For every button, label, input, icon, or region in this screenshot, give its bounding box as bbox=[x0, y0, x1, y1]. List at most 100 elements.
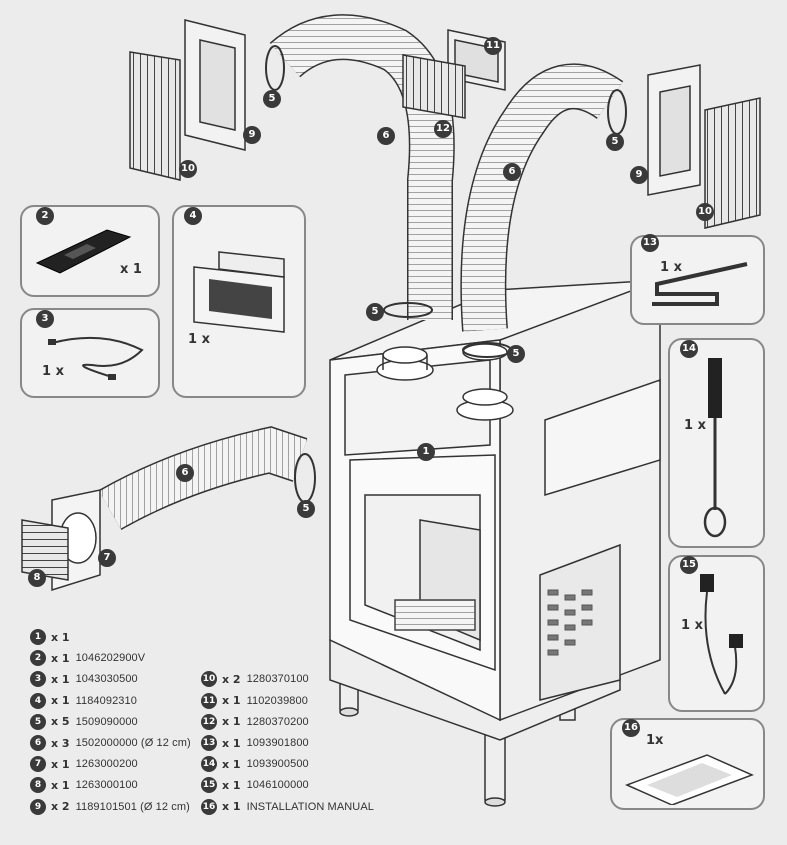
legend-part-code: 1280370100 bbox=[246, 673, 309, 686]
legend-part-code: 1046100000 bbox=[246, 779, 309, 792]
legend-part-code: 1046202900V bbox=[75, 652, 146, 665]
callout-8: 8 bbox=[28, 569, 46, 587]
legend-row: 15 x 1 1046100000 bbox=[201, 776, 309, 794]
legend-quantity: x 1 bbox=[222, 736, 241, 750]
legend-row: 12 x 1 1280370200 bbox=[201, 713, 309, 731]
legend-quantity: x 2 bbox=[222, 672, 241, 686]
manual-drawing bbox=[625, 754, 754, 805]
quantity-label-15: 1 x bbox=[681, 618, 703, 633]
legend-number-badge: 13 bbox=[201, 735, 217, 751]
legend-quantity: x 3 bbox=[51, 736, 70, 750]
legend-number-badge: 4 bbox=[30, 692, 46, 709]
legend-quantity: x 1 bbox=[51, 694, 70, 708]
control-display-drawing bbox=[35, 229, 132, 274]
fireplace-unit bbox=[329, 278, 661, 807]
legend-quantity: x 1 bbox=[222, 800, 241, 814]
callout-3: 3 bbox=[36, 310, 54, 328]
callout-4: 4 bbox=[184, 207, 202, 225]
panel-connector-frame bbox=[172, 205, 306, 398]
callout-5-lower-collar: 5 bbox=[507, 345, 525, 363]
legend-row: 1 x 1 bbox=[30, 628, 76, 646]
legend-quantity: x 1 bbox=[51, 778, 70, 792]
legend-row: 9 x 2 1189101501 (Ø 12 cm) bbox=[30, 798, 190, 816]
callout-5-upper-collar: 5 bbox=[366, 303, 384, 321]
legend-row: 2 x 1 1046202900V bbox=[30, 649, 145, 667]
legend-row: 6 x 3 1502000000 (Ø 12 cm) bbox=[30, 734, 191, 752]
connector-frame-drawing bbox=[193, 251, 285, 333]
legend-number-badge: 12 bbox=[201, 713, 217, 730]
callout-11: 11 bbox=[484, 37, 502, 55]
legend-quantity: x 1 bbox=[51, 672, 70, 686]
legend-row: 10 x 2 1280370100 bbox=[201, 670, 309, 688]
legend-number-badge: 10 bbox=[201, 671, 217, 688]
legend-part-code: 1043030500 bbox=[75, 673, 138, 686]
legend-part-code: 1184092310 bbox=[75, 694, 137, 707]
legend-quantity: x 1 bbox=[51, 630, 70, 644]
legend-part-code: 1093901800 bbox=[246, 737, 309, 749]
legend-row: 7 x 1 1263000200 bbox=[30, 755, 138, 773]
callout-6-left: 6 bbox=[377, 127, 395, 145]
legend-part-code: 1093900500 bbox=[246, 758, 309, 771]
top-left-vent-set bbox=[129, 19, 246, 181]
legend-row: 11 x 1 1102039800 bbox=[201, 692, 308, 710]
bottom-left-vent bbox=[21, 489, 101, 592]
hook-tool-drawing bbox=[652, 262, 748, 306]
callout-5-front: 5 bbox=[297, 500, 315, 518]
legend-number-badge: 5 bbox=[30, 713, 46, 730]
legend-quantity: x 5 bbox=[51, 715, 70, 729]
legend-part-code: 1102039800 bbox=[246, 694, 308, 707]
legend-part-code: 1263000200 bbox=[75, 758, 138, 771]
callout-1: 1 bbox=[417, 443, 435, 461]
legend-number-badge: 9 bbox=[30, 798, 46, 815]
callout-7: 7 bbox=[98, 549, 116, 567]
power-cable-drawing bbox=[700, 574, 743, 695]
legend-quantity: x 1 bbox=[222, 778, 241, 792]
legend-part-code: INSTALLATION MANUAL bbox=[246, 800, 374, 813]
legend-number-badge: 16 bbox=[201, 798, 217, 815]
callout-15: 15 bbox=[680, 556, 698, 574]
callout-5-top-right: 5 bbox=[606, 133, 624, 151]
legend-quantity: x 1 bbox=[222, 694, 241, 708]
callout-13: 13 bbox=[641, 234, 659, 252]
legend-quantity: x 1 bbox=[222, 715, 241, 729]
flexible-ducts bbox=[98, 14, 624, 531]
panel-power-cable bbox=[668, 555, 765, 712]
legend-number-badge: 1 bbox=[30, 629, 46, 645]
brush-drawing bbox=[703, 358, 727, 538]
legend-quantity: x 1 bbox=[51, 757, 70, 771]
legend-number-badge: 7 bbox=[30, 756, 46, 773]
legend-part-code: 1280370200 bbox=[246, 715, 309, 728]
quantity-label-13: 1 x bbox=[660, 260, 682, 275]
legend-number-badge: 6 bbox=[30, 735, 46, 751]
callout-5-top-left: 5 bbox=[263, 90, 281, 108]
quantity-label-2: x 1 bbox=[120, 262, 142, 277]
legend-row: 13 x 1 1093901800 bbox=[201, 734, 309, 752]
legend-quantity: x 1 bbox=[51, 651, 70, 665]
legend-number-badge: 2 bbox=[30, 650, 46, 667]
callout-6-right: 6 bbox=[503, 163, 521, 181]
callout-12: 12 bbox=[434, 120, 452, 138]
legend-part-code: 1502000000 (Ø 12 cm) bbox=[75, 737, 191, 749]
legend-row: 3 x 1 1043030500 bbox=[30, 670, 138, 688]
legend-part-code: 1263000100 bbox=[75, 779, 138, 792]
legend-quantity: x 2 bbox=[51, 800, 70, 814]
quantity-label-16: 1x bbox=[646, 733, 664, 748]
callout-14: 14 bbox=[680, 340, 698, 358]
callout-9-right: 9 bbox=[630, 166, 648, 184]
legend-number-badge: 14 bbox=[201, 756, 217, 773]
legend-number-badge: 11 bbox=[201, 692, 217, 709]
callout-10-right: 10 bbox=[696, 203, 714, 221]
legend-part-code: 1509090000 bbox=[75, 715, 138, 728]
legend-row: 5 x 5 1509090000 bbox=[30, 713, 138, 731]
quantity-label-3: 1 x bbox=[42, 364, 64, 379]
callout-10-left: 10 bbox=[179, 160, 197, 178]
legend-part-code: 1189101501 (Ø 12 cm) bbox=[75, 800, 190, 813]
legend-number-badge: 15 bbox=[201, 777, 217, 794]
callout-16: 16 bbox=[622, 719, 640, 737]
legend-number-badge: 3 bbox=[30, 671, 46, 688]
top-right-vent-set bbox=[647, 64, 761, 229]
